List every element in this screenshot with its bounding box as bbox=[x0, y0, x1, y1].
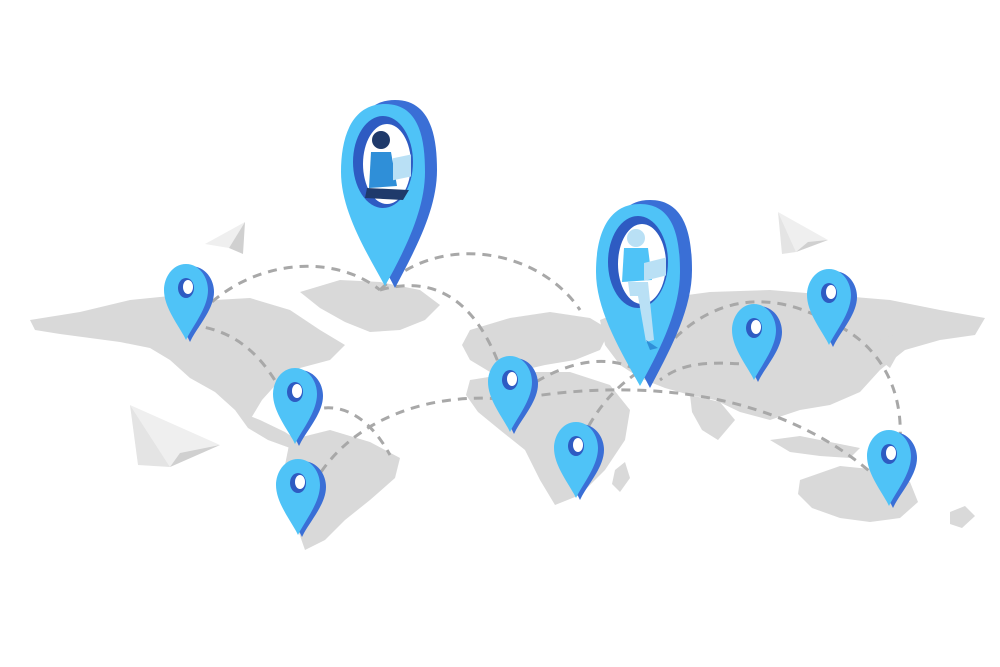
world-map-land bbox=[30, 280, 985, 550]
japan bbox=[880, 335, 900, 368]
indonesia bbox=[770, 436, 860, 458]
large-map-pin-icon bbox=[341, 100, 437, 288]
india bbox=[690, 395, 735, 440]
route-2 bbox=[378, 252, 582, 311]
south-america bbox=[284, 430, 400, 550]
person-with-laptop-icon bbox=[365, 131, 411, 200]
large-map-pin-icon bbox=[596, 200, 692, 388]
madagascar bbox=[612, 462, 630, 492]
paper-plane-icon bbox=[778, 212, 828, 254]
new-zealand bbox=[950, 506, 975, 528]
route-12 bbox=[659, 361, 756, 382]
greenland bbox=[300, 280, 440, 332]
paper-plane-icon bbox=[205, 222, 245, 254]
central-america bbox=[235, 410, 300, 448]
europe bbox=[462, 312, 610, 372]
person-with-laptop-icon bbox=[622, 229, 666, 350]
route-5 bbox=[294, 406, 392, 456]
asia bbox=[600, 290, 985, 420]
route-10 bbox=[824, 318, 902, 491]
north-america bbox=[30, 296, 345, 420]
paper-plane-icon bbox=[130, 405, 220, 467]
route-1 bbox=[188, 264, 381, 326]
